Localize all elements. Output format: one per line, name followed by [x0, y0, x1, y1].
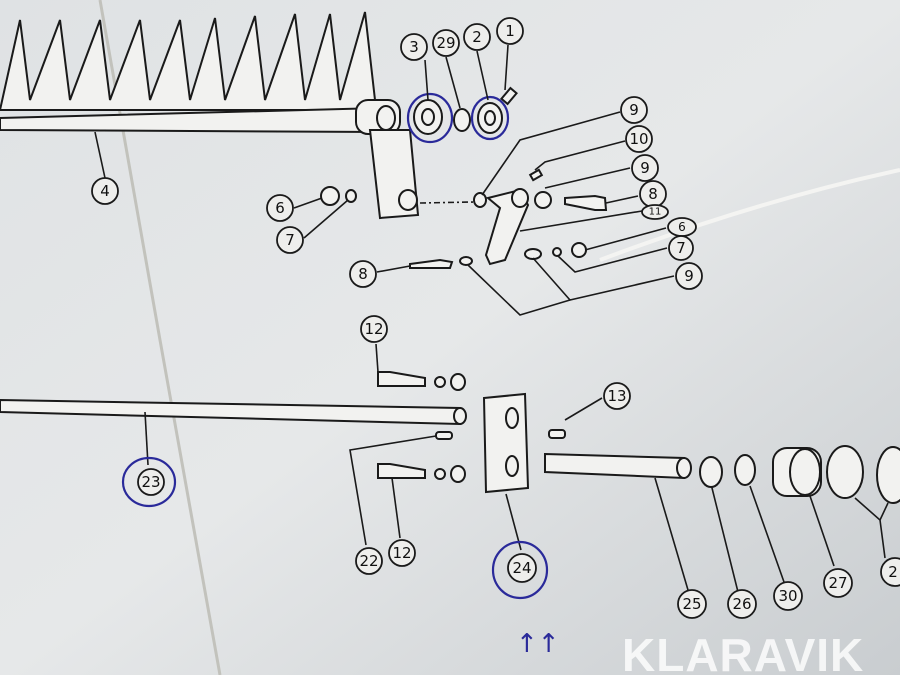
svg-text:4: 4 [100, 182, 110, 200]
callout: 7 [276, 226, 304, 254]
leader-lines [94, 44, 889, 593]
linkage-arm [409, 168, 608, 269]
callout: 9 [675, 262, 703, 290]
callout: 25 [677, 589, 707, 619]
callout: 12 [360, 315, 388, 343]
svg-text:7: 7 [285, 231, 295, 249]
callout: 2 [880, 557, 900, 587]
knife-bar [0, 11, 420, 220]
callout: 1 [496, 17, 524, 45]
svg-text:12: 12 [392, 544, 411, 562]
callout: 6 [266, 194, 294, 222]
callout: 9 [620, 96, 648, 124]
bolts-12 [377, 371, 466, 483]
svg-text:26: 26 [732, 595, 751, 613]
callout: 12 [388, 539, 416, 567]
svg-text:9: 9 [684, 267, 694, 285]
paper-fold [599, 168, 900, 262]
callout: 26 [727, 589, 757, 619]
callout: 27 [823, 568, 853, 598]
paper-fold [98, 0, 222, 675]
svg-text:6: 6 [678, 220, 686, 234]
svg-text:10: 10 [629, 130, 648, 148]
svg-text:9: 9 [640, 159, 650, 177]
svg-text:11: 11 [649, 207, 662, 218]
callout: 23 [121, 456, 177, 508]
svg-text:2: 2 [472, 28, 482, 46]
handwritten-arrow: ↑↑ [516, 629, 560, 659]
svg-text:24: 24 [512, 559, 531, 577]
svg-text:12: 12 [364, 320, 383, 338]
callout: 6 [667, 217, 697, 237]
svg-text:8: 8 [648, 185, 658, 203]
svg-text:22: 22 [359, 552, 378, 570]
callout: 4 [91, 177, 119, 205]
watermark-logo: KLARAVIK [622, 629, 864, 675]
svg-text:7: 7 [676, 239, 686, 257]
svg-text:1: 1 [505, 22, 515, 40]
callout: 22 [355, 547, 383, 575]
callout: 2 [463, 23, 491, 51]
callout: 8 [639, 180, 667, 208]
callout: 7 [668, 235, 694, 261]
callout: 30 [773, 581, 803, 611]
svg-text:9: 9 [629, 101, 639, 119]
callout: 10 [625, 125, 653, 153]
svg-text:30: 30 [778, 587, 797, 605]
svg-text:13: 13 [607, 387, 626, 405]
svg-text:6: 6 [275, 199, 285, 217]
callout: 13 [603, 382, 631, 410]
svg-text:2: 2 [888, 563, 898, 581]
svg-text:23: 23 [141, 473, 160, 491]
callout: 8 [349, 260, 377, 288]
shaft-23 [0, 398, 467, 440]
shaft-25 [544, 429, 900, 504]
callout: 9 [631, 154, 659, 182]
callout: 11 [641, 204, 669, 220]
svg-text:29: 29 [436, 34, 455, 52]
svg-text:3: 3 [409, 38, 419, 56]
bearing-parts [320, 86, 518, 206]
svg-text:25: 25 [682, 595, 701, 613]
svg-text:8: 8 [358, 265, 368, 283]
callout: 29 [432, 29, 460, 57]
callout: 24 [491, 540, 549, 600]
block-24 [482, 392, 530, 494]
callout: 3 [400, 33, 428, 61]
svg-text:27: 27 [828, 574, 847, 592]
